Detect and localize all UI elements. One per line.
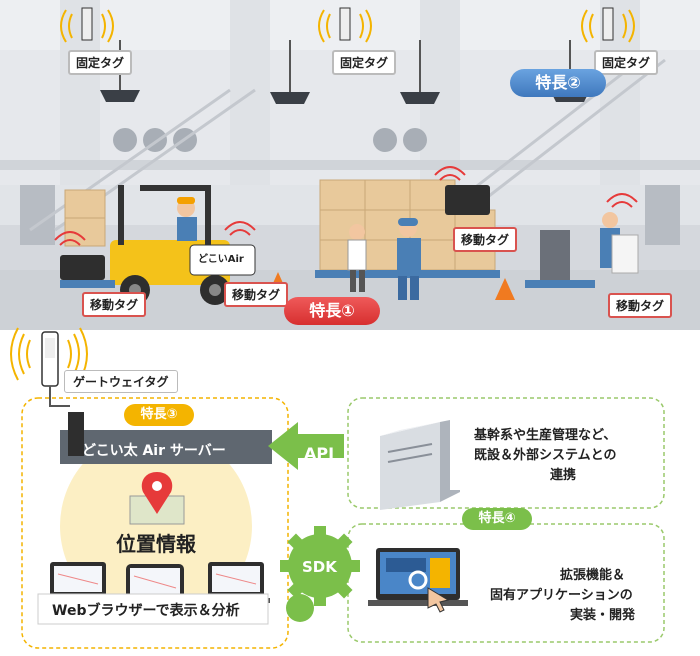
feature-2-badge: 特長② bbox=[510, 69, 606, 97]
server-label: どこい太 Air サーバー bbox=[82, 443, 226, 459]
mobile-tag-label: 移動タグ bbox=[82, 292, 147, 317]
integration-line-3: 連携 bbox=[550, 468, 577, 483]
mobile-tag-label: 移動タグ bbox=[224, 282, 289, 307]
extension-line-3: 実装・開発 bbox=[570, 608, 636, 623]
api-label: API bbox=[304, 444, 335, 463]
warehouse-scene: 固定タグ 固定タグ 固定タグ どこいAir 移動タグ 移動タグ 移動タグ 移動タ… bbox=[0, 0, 700, 330]
web-browser-label: Webブラウザーで表示＆分析 bbox=[52, 603, 240, 619]
mobile-tag-label: 移動タグ bbox=[453, 227, 518, 252]
sdk-label: SDK bbox=[302, 558, 337, 576]
fixed-tag-label: 固定タグ bbox=[594, 50, 659, 75]
feature-4-badge: 特長④ bbox=[462, 508, 532, 530]
integration-line-1: 基幹系や生産管理など、 bbox=[474, 428, 617, 443]
fixed-tag-label: 固定タグ bbox=[68, 50, 133, 75]
location-info-label: 位置情報 bbox=[116, 532, 196, 556]
extension-line-1: 拡張機能＆ bbox=[560, 568, 626, 583]
gateway-tag-label: ゲートウェイタグ bbox=[64, 370, 178, 393]
integration-line-2: 既設＆外部システムとの bbox=[474, 448, 617, 463]
extension-line-2: 固有アプリケーションの bbox=[490, 588, 633, 603]
fixed-tag-label: 固定タグ bbox=[332, 50, 397, 75]
system-diagram bbox=[10, 327, 665, 649]
feature-1-badge: 特長① bbox=[284, 297, 380, 325]
forklift-label: どこいAir bbox=[198, 254, 244, 265]
mobile-tag-label: 移動タグ bbox=[608, 293, 673, 318]
feature-3-badge: 特長③ bbox=[124, 404, 194, 426]
